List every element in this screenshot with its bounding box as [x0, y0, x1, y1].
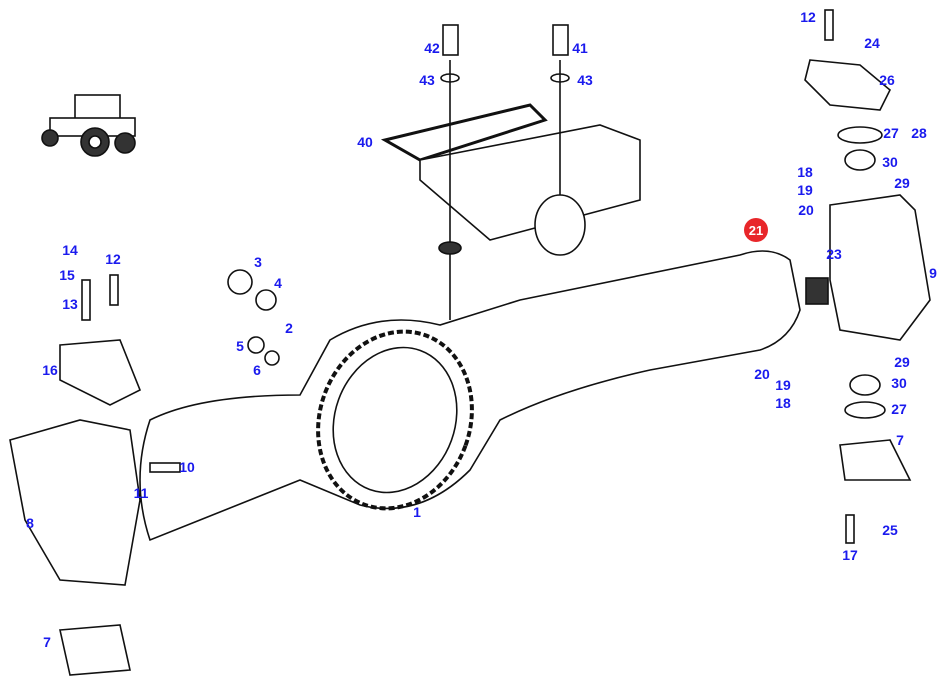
callout-8[interactable]: 8	[26, 515, 34, 531]
callout-10[interactable]: 10	[179, 459, 195, 475]
callout-17[interactable]: 17	[842, 547, 858, 563]
callout-43-left[interactable]: 43	[419, 72, 435, 88]
callout-7-left[interactable]: 7	[43, 634, 51, 650]
callout-3[interactable]: 3	[254, 254, 262, 270]
callout-27[interactable]: 27	[883, 125, 899, 141]
callout-19-lower[interactable]: 19	[775, 377, 791, 393]
callout-2[interactable]: 2	[285, 320, 293, 336]
callout-40[interactable]: 40	[357, 134, 373, 150]
callout-28[interactable]: 28	[911, 125, 927, 141]
callout-41[interactable]: 41	[572, 40, 588, 56]
callout-18-lower[interactable]: 18	[775, 395, 791, 411]
callout-43-right[interactable]: 43	[577, 72, 593, 88]
callout-15[interactable]: 15	[59, 267, 75, 283]
right-steering-knuckle	[804, 9, 931, 544]
callout-1[interactable]: 1	[413, 504, 421, 520]
callout-14[interactable]: 14	[62, 242, 78, 258]
callout-24[interactable]: 24	[864, 35, 880, 51]
callout-7-right[interactable]: 7	[896, 432, 904, 448]
callout-9[interactable]: 9	[929, 265, 937, 281]
callout-29-lower[interactable]: 29	[894, 354, 910, 370]
callout-26[interactable]: 26	[879, 72, 895, 88]
callout-20-lower[interactable]: 20	[754, 366, 770, 382]
callout-30[interactable]: 30	[882, 154, 898, 170]
callout-27-lower[interactable]: 27	[891, 401, 907, 417]
callout-18[interactable]: 18	[797, 164, 813, 180]
callout-6[interactable]: 6	[253, 362, 261, 378]
callout-20[interactable]: 20	[798, 202, 814, 218]
callout-12[interactable]: 12	[800, 9, 816, 25]
callout-23[interactable]: 23	[826, 246, 842, 262]
callout-13[interactable]: 13	[62, 296, 78, 312]
callout-25[interactable]: 25	[882, 522, 898, 538]
axle-housing	[139, 250, 801, 542]
support-bracket	[380, 24, 641, 320]
tractor-thumbnail-icon	[41, 94, 136, 157]
callout-30-lower[interactable]: 30	[891, 375, 907, 391]
callout-21-highlight[interactable]: 21	[744, 218, 768, 242]
callout-12-left[interactable]: 12	[105, 251, 121, 267]
callout-16[interactable]: 16	[42, 362, 58, 378]
callout-5[interactable]: 5	[236, 338, 244, 354]
callout-4[interactable]: 4	[274, 275, 282, 291]
callout-42[interactable]: 42	[424, 40, 440, 56]
left-steering-knuckle	[9, 269, 280, 676]
callout-29[interactable]: 29	[894, 175, 910, 191]
callout-11[interactable]: 11	[133, 485, 149, 501]
callout-19[interactable]: 19	[797, 182, 813, 198]
